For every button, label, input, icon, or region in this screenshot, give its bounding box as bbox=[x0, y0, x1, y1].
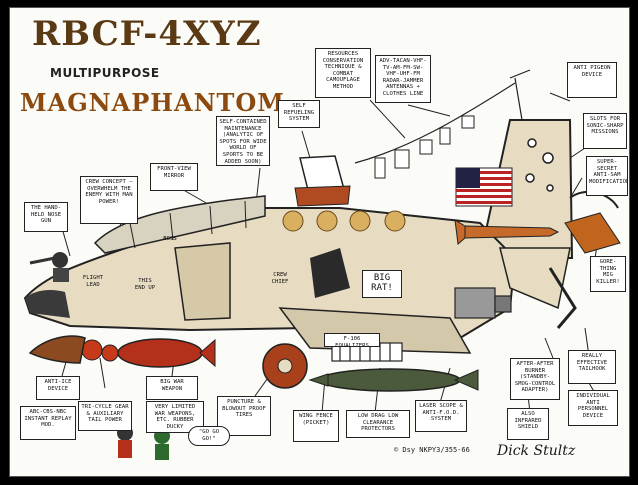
label-tailhook: Really effective tailhook bbox=[568, 350, 616, 384]
label-front-view-mirror: Front-view mirror bbox=[150, 163, 198, 191]
label-low-drag-protectors: Low drag low clearance protectors bbox=[346, 410, 410, 438]
label-resources-conservation: Resources conservation technique & comba… bbox=[315, 48, 371, 98]
credit-line: © Dsy NKPY3/355-66 bbox=[394, 446, 470, 454]
label-flight-lead: Flight lead bbox=[82, 275, 104, 288]
speech-bubble: "GO GO GO!" bbox=[188, 426, 230, 446]
missile bbox=[454, 219, 560, 245]
label-hand-held-nose-gun: The hand-held nose gun bbox=[24, 202, 68, 232]
label-also-infrared: Also infrared shield bbox=[507, 408, 549, 440]
label-self-refueling: Self refueling system bbox=[278, 100, 320, 128]
landing-gear bbox=[81, 339, 308, 389]
nose-gunner bbox=[29, 252, 69, 282]
artist-signature: Dick Stultz bbox=[497, 443, 576, 459]
label-crew-chief: Crew chief bbox=[271, 272, 289, 285]
label-anti-personnel: Individual anti personnel device bbox=[568, 390, 618, 426]
big-war-weapon-bomb bbox=[117, 338, 216, 368]
label-mig-killer: Gore-thing mig killer! bbox=[590, 256, 626, 292]
aircraft-name: MAGNAPHANTOM bbox=[20, 88, 285, 117]
tailhook bbox=[548, 267, 577, 329]
fuel-tank bbox=[308, 368, 479, 392]
canopy bbox=[93, 195, 266, 254]
aircraft-drawing bbox=[23, 69, 621, 460]
label-big-war-weapon: Big war weapon bbox=[146, 376, 198, 400]
clothesline-laundry bbox=[374, 115, 475, 179]
label-laser-scope: Laser scope & anti-f.o.d. system bbox=[415, 400, 467, 432]
label-anti-pigeon: Anti pigeon device bbox=[567, 62, 617, 98]
label-wing-fence: Wing fence (picket) bbox=[293, 410, 339, 442]
nose-cone bbox=[25, 290, 70, 318]
label-slots-sonic: Slots for sonic-sharp missions bbox=[583, 113, 627, 149]
label-self-contained-maintenance: Self-contained maintenance (analytic of … bbox=[216, 116, 270, 166]
flag bbox=[455, 167, 513, 207]
label-super-secret: Super-secret anti-sam modification bbox=[586, 156, 628, 196]
label-antennas-clothesline: Adv-tacan-vhf-tv-am-fm-sw-vhf-uhf-fm rad… bbox=[375, 55, 431, 103]
label-boss: BOSS bbox=[163, 236, 177, 242]
label-f106-equalizers: F-106 equalizers bbox=[324, 333, 380, 347]
label-anti-ice: Anti-ice device bbox=[36, 376, 80, 400]
label-this-end-up: This end up bbox=[134, 278, 156, 291]
aircraft-designation: RBCF-4XYZ bbox=[32, 14, 262, 54]
label-big-rat: BIG RAT! bbox=[362, 270, 402, 298]
illustration: RBCF-4XYZ MULTIPURPOSE MAGNAPHANTOM bbox=[9, 7, 630, 477]
mig-killer-horn bbox=[564, 190, 621, 254]
aircraft-subtitle: MULTIPURPOSE bbox=[50, 66, 160, 80]
label-crew-concept: Crew concept — overwhelm the enemy with … bbox=[80, 176, 138, 224]
label-tri-cycle-gear: Tri-cycle gear & auxiliary tail power bbox=[78, 401, 132, 431]
engine-exhaust bbox=[454, 287, 512, 319]
label-abc-instant-replay: ABC-CBS-NBC instant replay mod. bbox=[20, 406, 76, 440]
label-after-after-burner: After-after burner (standby-smog-control… bbox=[510, 358, 560, 400]
